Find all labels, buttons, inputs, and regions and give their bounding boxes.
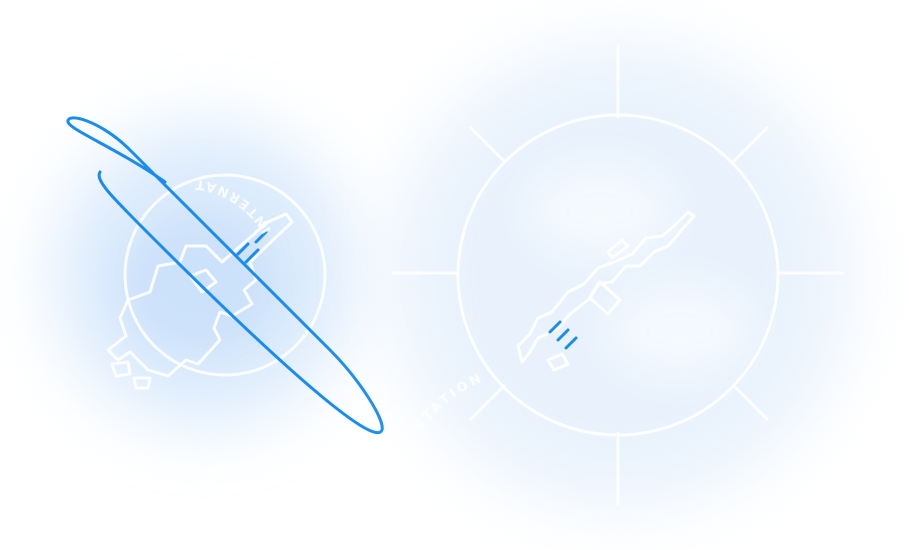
right-badge-inner-glow-bottom (610, 285, 750, 375)
right-station-marks (548, 320, 578, 350)
left-badge: INTERNATIONAL (0, 0, 384, 435)
right-badge: STATION (390, 45, 850, 505)
left-station-outline (106, 212, 294, 390)
right-station-outline (516, 210, 696, 372)
right-badge-inner-glow-top (530, 165, 670, 255)
orbit-ring (66, 116, 384, 435)
left-station-marks (236, 230, 268, 264)
right-badge-rays (392, 45, 844, 505)
left-badge-ring (123, 173, 327, 377)
right-badge-ring (456, 113, 780, 437)
